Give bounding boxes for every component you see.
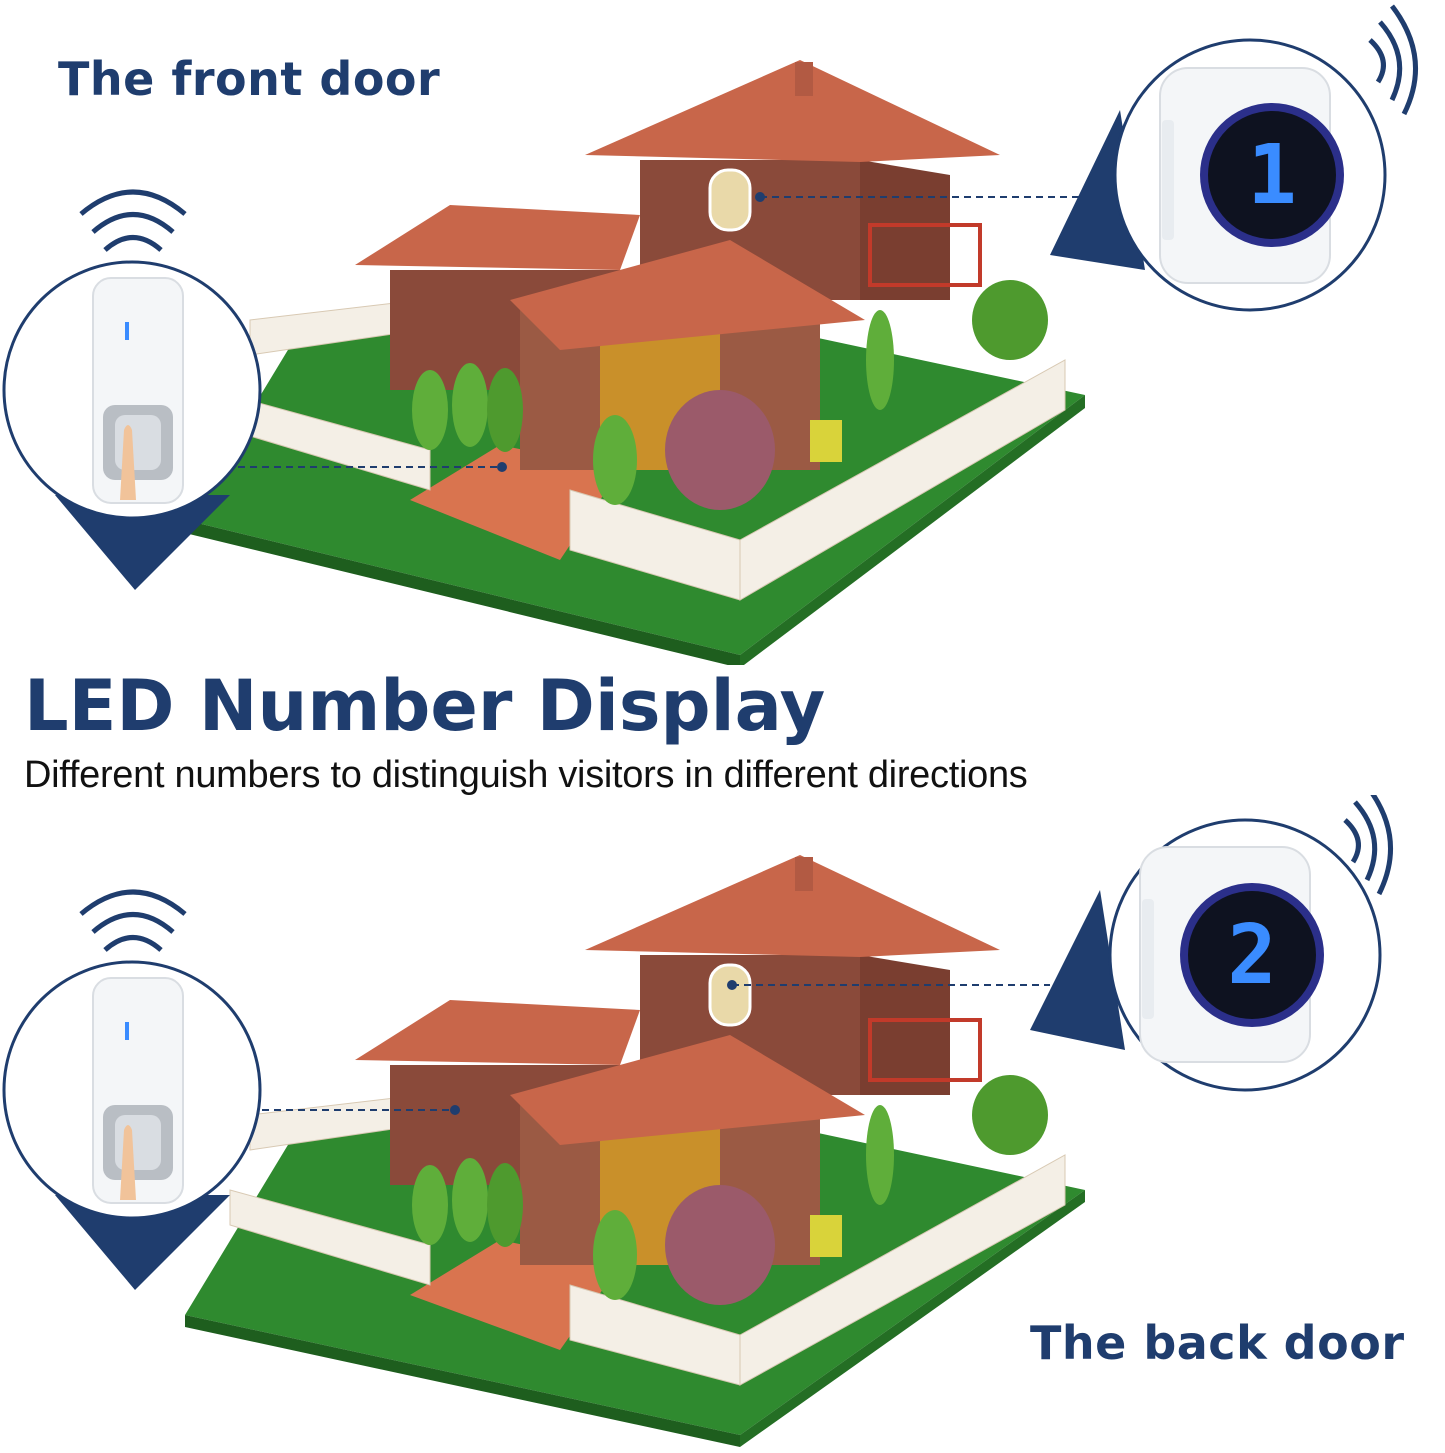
doorbell-button-callout — [2, 189, 262, 590]
wireless-signal-icon — [1343, 795, 1394, 896]
led-display — [1208, 111, 1336, 239]
page-subtitle: Different numbers to distinguish visitor… — [24, 754, 1028, 796]
back-door-scene: 2 — [2, 795, 1394, 1447]
receiver-callout: 1 — [1050, 4, 1419, 312]
led-number: 2 — [1227, 908, 1276, 1003]
wireless-signal-icon — [1368, 4, 1419, 116]
receiver-callout: 2 — [1030, 795, 1394, 1092]
doorbell-button-callout — [2, 889, 262, 1290]
wireless-signal-icon — [79, 189, 187, 252]
wireless-signal-icon — [79, 889, 187, 952]
front-door-scene: 1 — [2, 4, 1419, 665]
receiver-connector-dot — [727, 980, 737, 990]
house-illustration — [185, 855, 1085, 1447]
led-number: 1 — [1247, 128, 1296, 223]
front-door-label: The front door — [58, 52, 441, 106]
led-display — [1188, 891, 1316, 1019]
page-title: LED Number Display — [24, 665, 826, 747]
transmitter-connector-dot — [497, 462, 507, 472]
receiver-connector-dot — [755, 192, 765, 202]
finger-press-icon — [120, 1125, 136, 1200]
transmitter-connector-dot — [450, 1105, 460, 1115]
finger-press-icon — [120, 425, 136, 500]
back-door-label: The back door — [1030, 1316, 1405, 1370]
house-illustration — [185, 60, 1085, 665]
